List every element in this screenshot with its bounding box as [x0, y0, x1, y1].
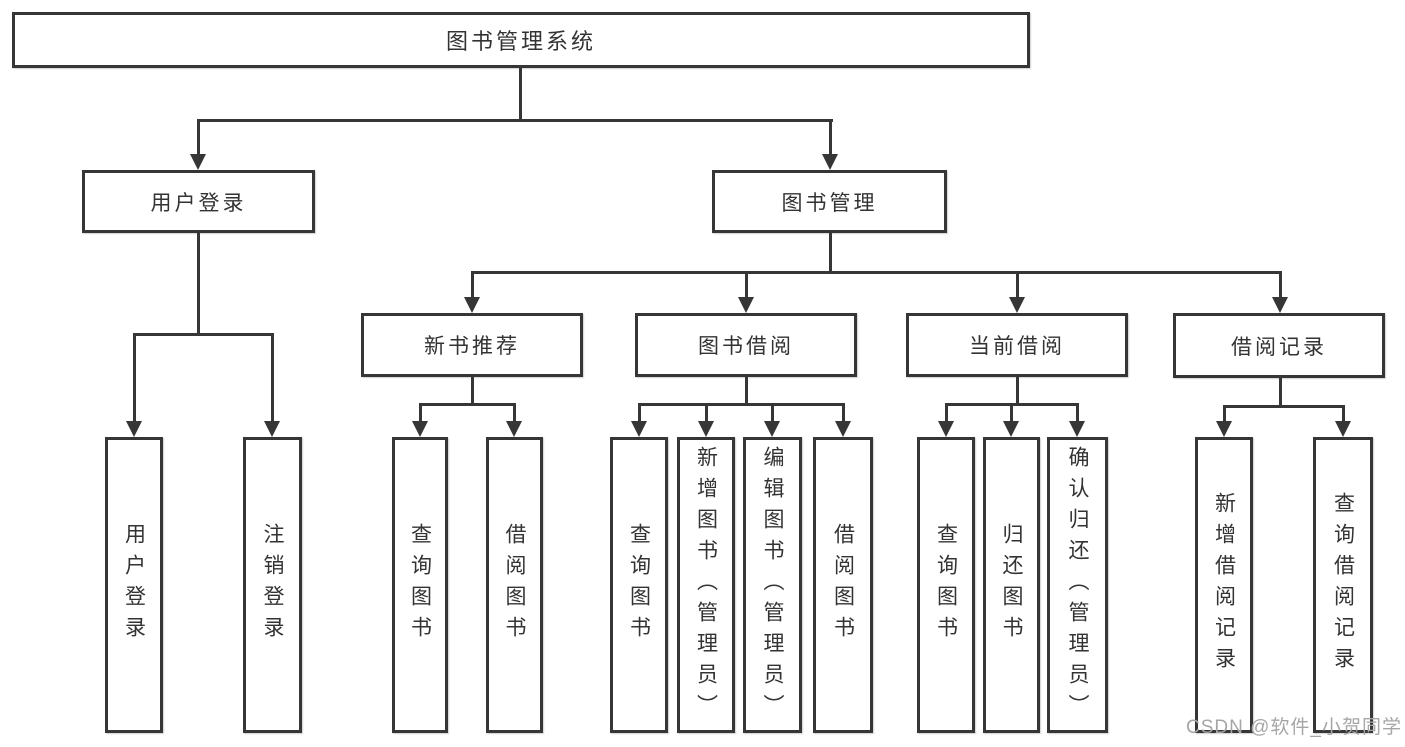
- connector-line: [829, 119, 832, 157]
- leaf-logout: 注销登录: [243, 437, 302, 733]
- csdn-watermark: CSDN @软件_小贺同学: [1186, 717, 1402, 738]
- arrowhead-down-icon: [1216, 421, 1232, 437]
- arrowhead-down-icon: [1335, 421, 1351, 437]
- leaf-borrowing-edit-books-admin: 编辑图书（管理员）: [743, 437, 802, 733]
- connector-line: [133, 333, 136, 424]
- connector-line: [471, 377, 474, 406]
- arrowhead-down-icon: [631, 421, 647, 437]
- connector-line: [471, 271, 474, 299]
- connector-line: [1279, 378, 1282, 408]
- leaf-records-query-record-label: 查询借阅记录: [1331, 492, 1355, 678]
- connector-line: [745, 377, 748, 406]
- arrowhead-down-icon: [464, 297, 480, 313]
- leaf-current-return-books: 归还图书: [983, 437, 1040, 733]
- leaf-user-login-label: 用户登录: [122, 523, 146, 647]
- leaf-borrowing-borrow-books: 借阅图书: [813, 437, 873, 733]
- connector-line: [419, 403, 516, 406]
- leaf-recommend-query-books: 查询图书: [392, 437, 448, 733]
- connector-line: [1342, 405, 1345, 424]
- connector-line: [1223, 405, 1226, 424]
- connector-line: [705, 403, 708, 424]
- arrowhead-down-icon: [1069, 421, 1085, 437]
- leaf-recommend-borrow-books-label: 借阅图书: [503, 523, 526, 647]
- node-book-borrowing: 图书借阅: [635, 313, 857, 377]
- arrowhead-down-icon: [698, 421, 714, 437]
- arrowhead-down-icon: [835, 421, 851, 437]
- connector-line: [745, 271, 748, 299]
- node-book-management-label: 图书管理: [781, 191, 878, 215]
- node-root-label: 图书管理系统: [445, 29, 596, 54]
- connector-line: [829, 233, 832, 274]
- connector-line: [1010, 403, 1013, 424]
- connector-line: [1016, 377, 1019, 406]
- connector-line: [638, 403, 845, 406]
- connector-line: [197, 119, 200, 157]
- connector-line: [1279, 271, 1282, 299]
- connector-line: [133, 333, 274, 336]
- connector-line: [771, 403, 774, 424]
- leaf-current-query-books: 查询图书: [917, 437, 975, 733]
- connector-line: [1223, 405, 1345, 408]
- connector-line: [638, 403, 641, 424]
- leaf-records-add-record: 新增借阅记录: [1195, 437, 1253, 733]
- connector-line: [419, 403, 422, 424]
- connector-line: [197, 233, 200, 336]
- leaf-borrowing-add-books-admin: 新增图书（管理员）: [677, 437, 735, 733]
- arrowhead-down-icon: [1009, 297, 1025, 313]
- leaf-recommend-query-books-label: 查询图书: [408, 523, 432, 647]
- leaf-logout-label: 注销登录: [261, 523, 284, 647]
- leaf-records-query-record: 查询借阅记录: [1313, 437, 1373, 733]
- arrowhead-down-icon: [764, 421, 780, 437]
- node-user-login-label: 用户登录: [150, 191, 247, 215]
- node-borrow-records-label: 借阅记录: [1231, 335, 1327, 359]
- arrowhead-down-icon: [1003, 421, 1019, 437]
- connector-line: [513, 403, 516, 424]
- node-current-borrowing: 当前借阅: [906, 313, 1128, 377]
- arrowhead-down-icon: [738, 297, 754, 313]
- arrowhead-down-icon: [1272, 297, 1288, 313]
- arrowhead-down-icon: [938, 421, 954, 437]
- arrowhead-down-icon: [506, 421, 522, 437]
- connector-line: [197, 119, 833, 122]
- leaf-borrowing-edit-books-admin-label: 编辑图书（管理员）: [761, 445, 784, 725]
- node-new-book-recommend-label: 新书推荐: [424, 335, 520, 358]
- leaf-current-confirm-return-admin-label: 确认归还（管理员）: [1066, 445, 1089, 725]
- arrowhead-down-icon: [190, 154, 206, 170]
- node-book-management: 图书管理: [712, 170, 947, 233]
- node-new-book-recommend: 新书推荐: [361, 313, 583, 377]
- connector-line: [1076, 403, 1079, 424]
- arrowhead-down-icon: [264, 421, 280, 437]
- arrowhead-down-icon: [412, 421, 428, 437]
- leaf-current-return-books-label: 归还图书: [1000, 523, 1023, 647]
- leaf-borrowing-borrow-books-label: 借阅图书: [831, 523, 855, 647]
- connector-line: [945, 403, 948, 424]
- node-user-login: 用户登录: [82, 170, 315, 233]
- leaf-user-login: 用户登录: [105, 437, 163, 733]
- leaf-records-add-record-label: 新增借阅记录: [1212, 492, 1236, 678]
- leaf-borrowing-query-books-label: 查询图书: [627, 523, 651, 647]
- node-book-borrowing-label: 图书借阅: [698, 335, 794, 358]
- arrowhead-down-icon: [822, 154, 838, 170]
- connector-line: [271, 333, 274, 424]
- leaf-borrowing-query-books: 查询图书: [610, 437, 668, 733]
- connector-line: [519, 68, 522, 121]
- leaf-recommend-borrow-books: 借阅图书: [486, 437, 543, 733]
- node-root: 图书管理系统: [12, 12, 1030, 68]
- node-borrow-records: 借阅记录: [1173, 313, 1385, 378]
- leaf-current-confirm-return-admin: 确认归还（管理员）: [1047, 437, 1108, 733]
- arrowhead-down-icon: [126, 421, 142, 437]
- connector-line: [842, 403, 845, 424]
- node-current-borrowing-label: 当前借阅: [969, 335, 1065, 358]
- leaf-borrowing-add-books-admin-label: 新增图书（管理员）: [694, 445, 718, 725]
- leaf-current-query-books-label: 查询图书: [934, 523, 958, 647]
- connector-line: [1016, 271, 1019, 299]
- connector-line: [471, 271, 1282, 274]
